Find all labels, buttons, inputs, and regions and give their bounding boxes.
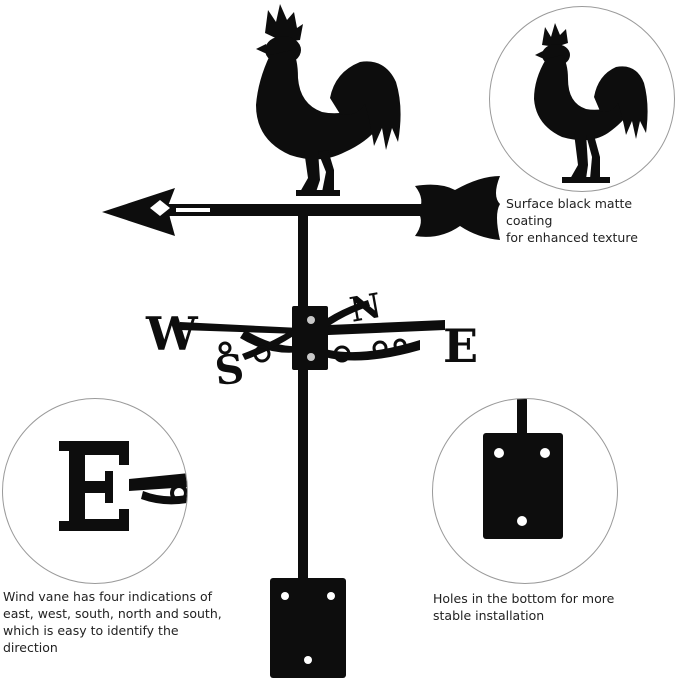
letter-e-closeup-image [59, 441, 187, 531]
holes-detail-circle [432, 398, 618, 584]
compass-north-letter: N [347, 286, 385, 331]
rooster-closeup-image [534, 23, 648, 183]
directions-caption: Wind vane has four indications of east, … [3, 589, 222, 655]
center-bracket [292, 306, 328, 370]
compass-south-letter: S [213, 345, 247, 395]
arrow-pointer [102, 176, 500, 240]
directions-detail-circle [2, 398, 188, 584]
holes-caption: Holes in the bottom for more stable inst… [433, 591, 615, 623]
compass-east-letter: E [443, 319, 478, 373]
coating-caption: Surface black matte coating for enhanced… [506, 196, 638, 245]
vane-pole [298, 215, 308, 595]
mounting-plate-closeup-image [483, 399, 563, 539]
rooster-figure [256, 4, 401, 196]
mounting-plate [270, 578, 346, 678]
compass-west-letter: W [145, 307, 199, 361]
coating-detail-circle [489, 6, 675, 192]
